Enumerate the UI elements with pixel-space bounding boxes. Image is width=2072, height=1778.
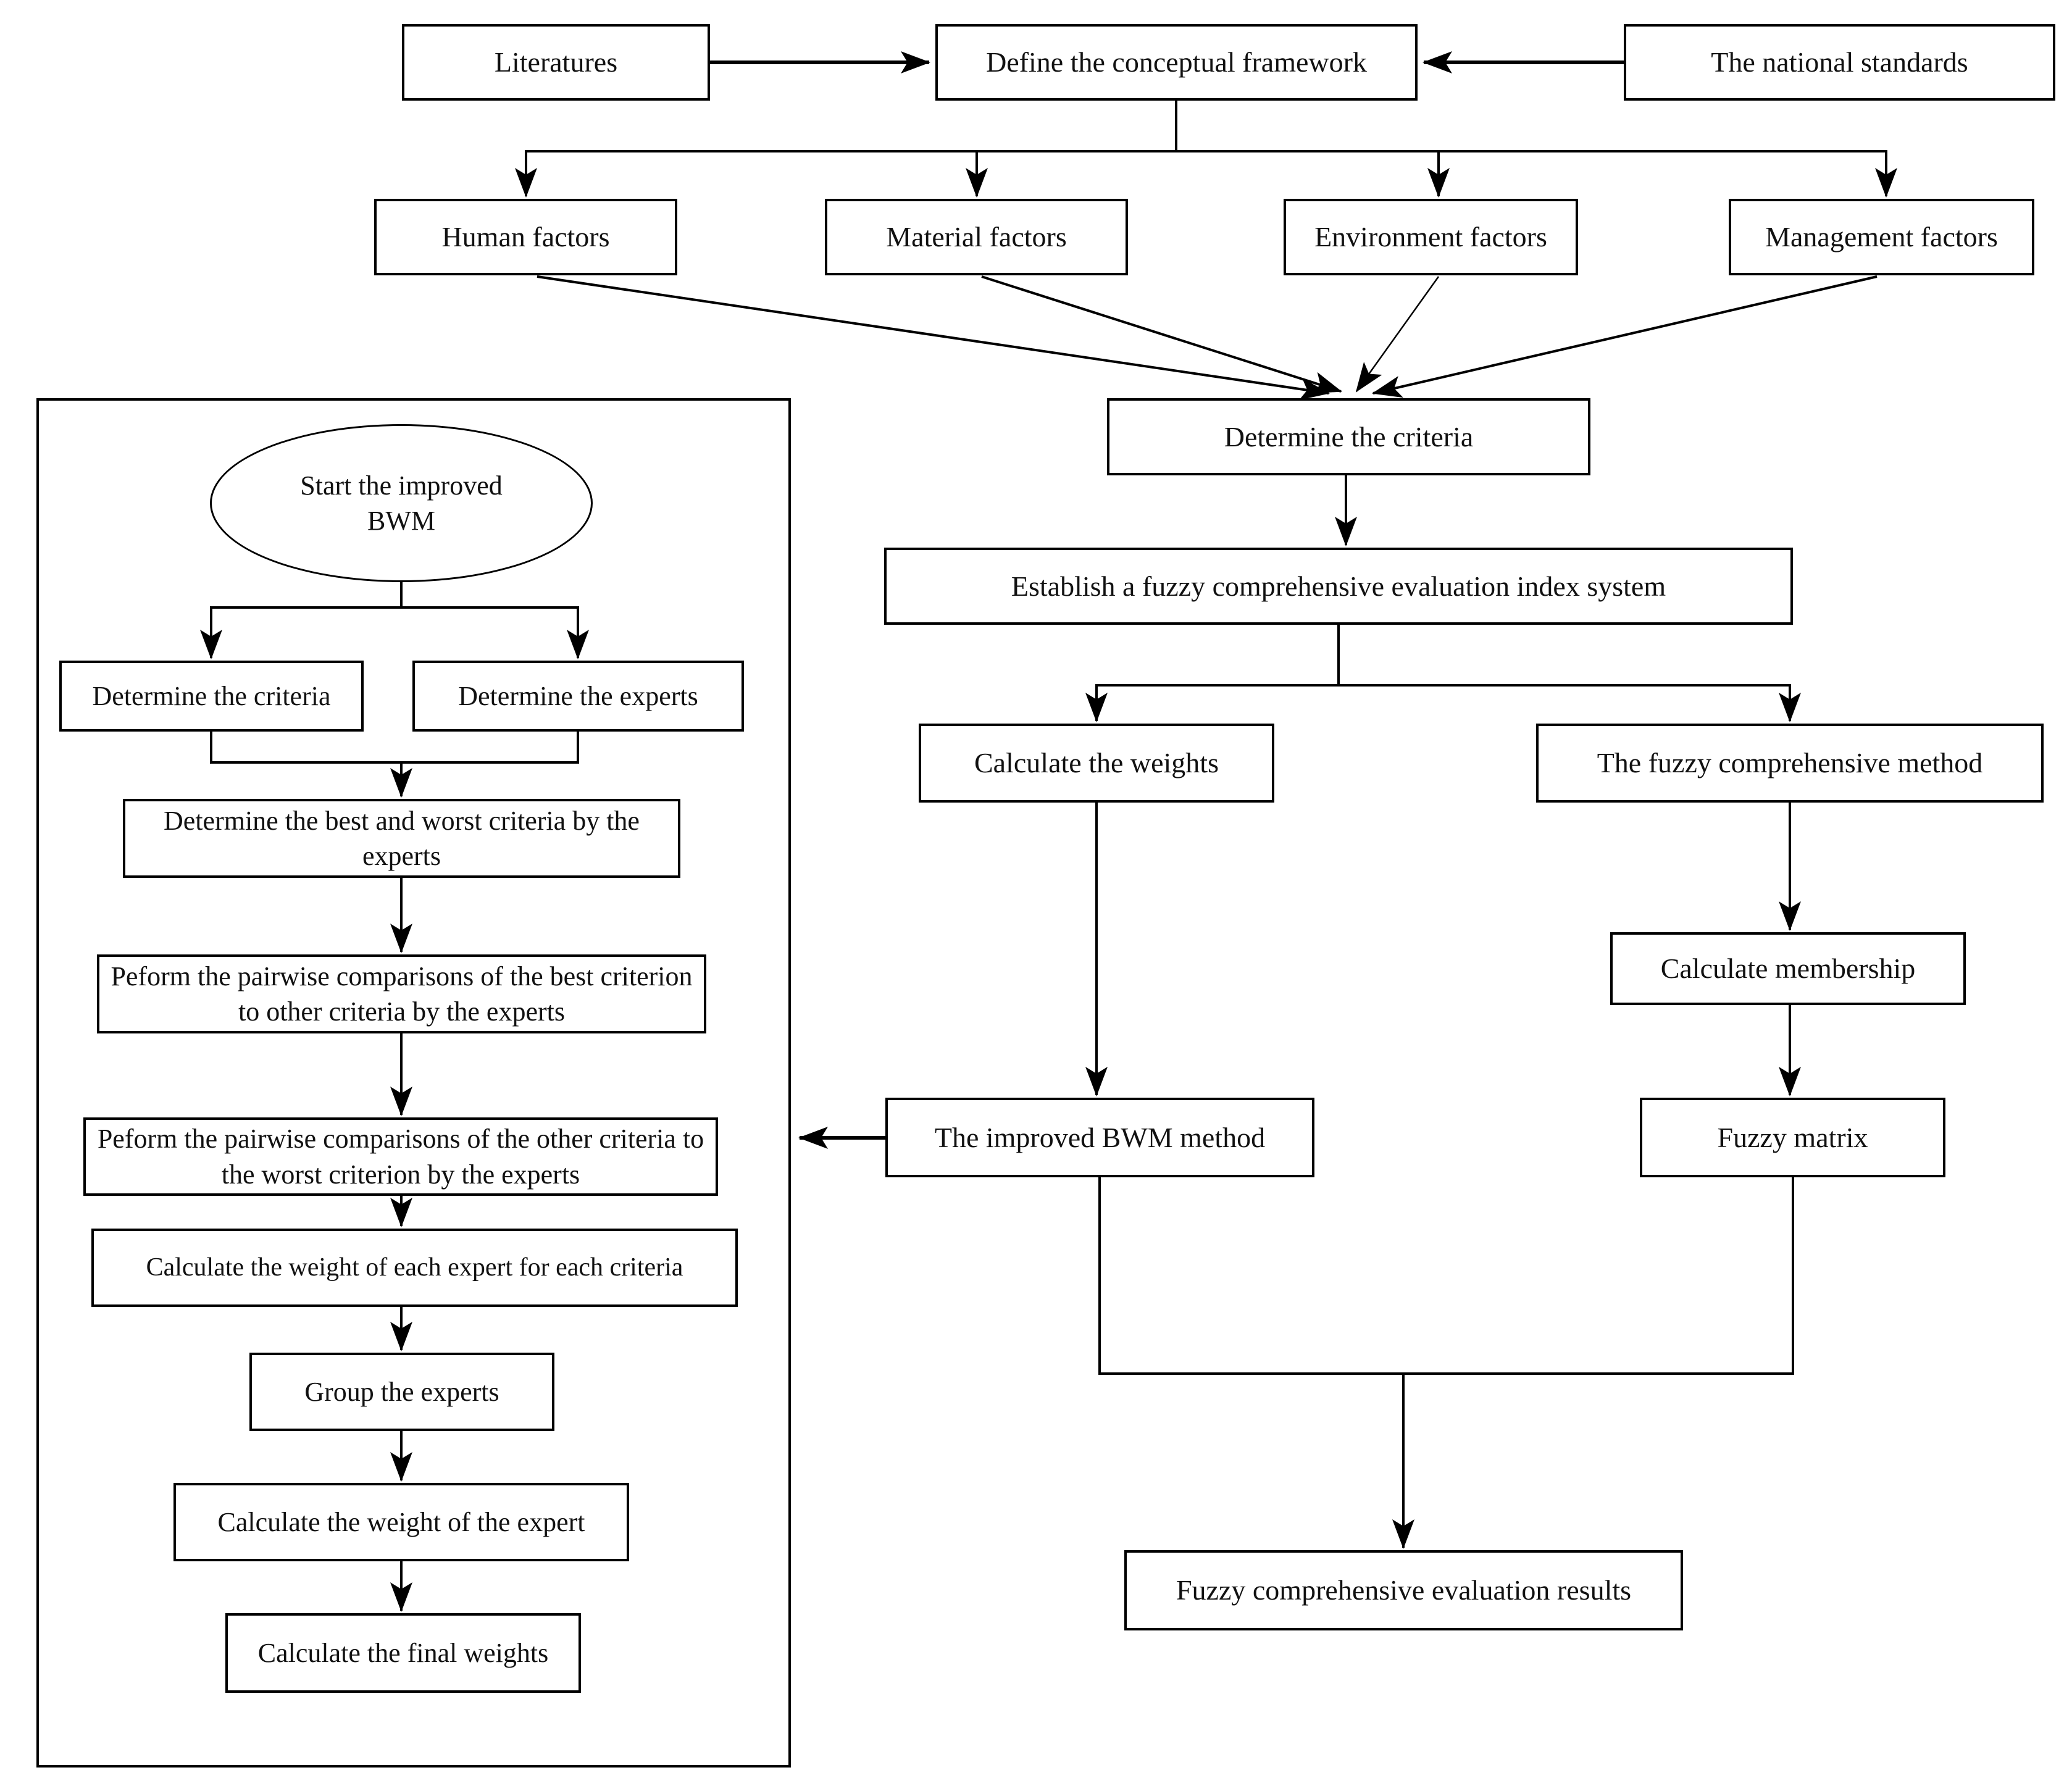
node-label: Calculate the weights — [974, 747, 1219, 779]
node-label: Determine the criteria — [92, 680, 331, 711]
edge-management-to-criteria — [1372, 275, 1878, 398]
node-bwm-weight-each: Calculate the weight of each expert for … — [91, 1229, 738, 1307]
node-label: Fuzzy comprehensive evaluation results — [1176, 1574, 1632, 1606]
node-literatures: Literatures — [402, 24, 710, 101]
node-label: The fuzzy comprehensive method — [1597, 747, 1983, 779]
node-label: Determine the best and worst criteria by… — [164, 805, 640, 871]
node-label: Establish a fuzzy comprehensive evaluati… — [1011, 570, 1666, 602]
node-label: Calculate the weight of each expert for … — [146, 1253, 683, 1282]
node-label: Management factors — [1765, 221, 1998, 253]
node-management-factors: Management factors — [1729, 199, 2034, 275]
node-label: The national standards — [1711, 46, 1968, 78]
edge-human-to-criteria — [537, 275, 1330, 401]
node-determine-criteria-main: Determine the criteria — [1107, 398, 1590, 475]
node-define-framework: Define the conceptual framework — [935, 24, 1418, 101]
bwm-panel-border — [36, 398, 791, 1768]
edge-criteria-experts-merge — [210, 732, 579, 764]
node-label: Environment factors — [1314, 221, 1547, 253]
node-label: Literatures — [494, 46, 618, 78]
node-material-factors: Material factors — [825, 199, 1128, 275]
node-fuzzy-method: The fuzzy comprehensive method — [1536, 724, 2044, 803]
node-results: Fuzzy comprehensive evaluation results — [1124, 1550, 1683, 1630]
node-label: Material factors — [886, 221, 1067, 253]
node-label: The improved BWM method — [934, 1121, 1266, 1153]
node-label: Define the conceptual framework — [986, 46, 1367, 78]
edge-material-to-criteria — [981, 275, 1342, 394]
node-label: Human factors — [441, 221, 610, 253]
node-label: Peform the pairwise comparisons of the o… — [97, 1124, 704, 1190]
node-label: Determine the experts — [458, 680, 698, 711]
node-bwm-best-worst: Determine the best and worst criteria by… — [123, 799, 680, 878]
edge-bwm-merge — [1098, 1177, 1794, 1375]
node-human-factors: Human factors — [374, 199, 677, 275]
node-bwm-pairwise-worst: Peform the pairwise comparisons of the o… — [83, 1117, 718, 1196]
node-label: Group the experts — [304, 1376, 499, 1407]
node-label: Determine the criteria — [1224, 420, 1474, 453]
node-bwm-determine-experts: Determine the experts — [412, 661, 744, 732]
node-fuzzy-matrix: Fuzzy matrix — [1640, 1098, 1945, 1177]
edge-environment-to-criteria — [1355, 276, 1440, 393]
node-bwm-final-weights: Calculate the final weights — [225, 1613, 581, 1693]
node-calculate-weights: Calculate the weights — [919, 724, 1274, 803]
node-environment-factors: Environment factors — [1284, 199, 1578, 275]
node-calculate-membership: Calculate membership — [1610, 932, 1966, 1005]
bwm-start-ellipse: Start the improved BWM — [210, 424, 593, 582]
node-label: Calculate the final weights — [257, 1637, 549, 1668]
node-national-standards: The national standards — [1624, 24, 2055, 101]
node-label: Start the improved BWM — [300, 470, 503, 536]
node-improved-bwm: The improved BWM method — [885, 1098, 1314, 1177]
node-establish-index: Establish a fuzzy comprehensive evaluati… — [884, 548, 1793, 625]
node-bwm-weight-expert: Calculate the weight of the expert — [173, 1483, 629, 1561]
node-label: Peform the pairwise comparisons of the b… — [111, 961, 693, 1027]
node-bwm-group: Group the experts — [249, 1353, 554, 1431]
node-label: Fuzzy matrix — [1717, 1121, 1868, 1153]
node-label: Calculate membership — [1660, 953, 1916, 985]
node-label: Calculate the weight of the expert — [217, 1506, 585, 1537]
node-bwm-pairwise-best: Peform the pairwise comparisons of the b… — [97, 954, 706, 1033]
node-bwm-determine-criteria: Determine the criteria — [59, 661, 364, 732]
